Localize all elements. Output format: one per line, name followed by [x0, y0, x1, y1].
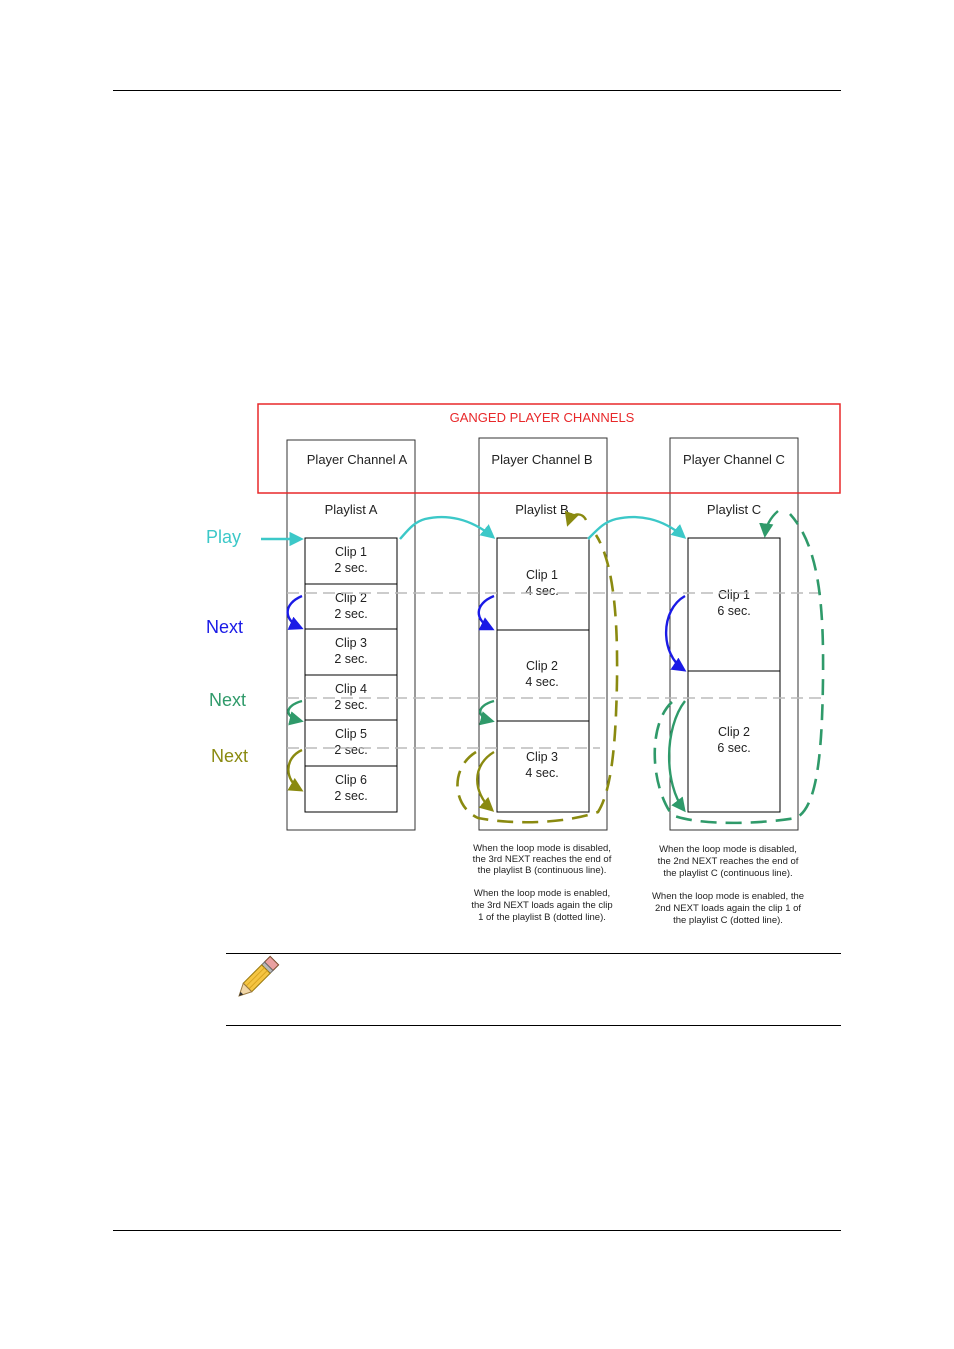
notes-playlist-c: When the loop mode is disabled, the 2nd …	[652, 844, 804, 926]
ganged-title: GANGED PLAYER CHANNELS	[450, 410, 635, 425]
next-label-1: Next	[206, 617, 243, 637]
clip-name: Clip 1	[718, 588, 750, 602]
next1-arrow-c	[665, 594, 687, 672]
notes-playlist-b: When the loop mode is disabled, the 3rd …	[471, 843, 612, 923]
note-bottom-rule	[226, 1025, 841, 1026]
note-line: 2nd NEXT loads again the clip 1 of	[655, 903, 801, 914]
note-line: 1 of the playlist B (dotted line).	[478, 912, 606, 923]
loop-arrow-c	[759, 510, 779, 538]
note-line: the 3rd NEXT reaches the end of	[473, 854, 612, 865]
clip-name: Clip 5	[335, 727, 367, 741]
playlist-a-clips: Clip 1 2 sec. Clip 2 2 sec. Clip 3 2 sec…	[304, 537, 398, 813]
clip-box	[496, 629, 590, 722]
note-top-rule	[226, 953, 841, 954]
note-line: the playlist C (continuous line).	[663, 868, 792, 879]
clip-box	[304, 583, 398, 630]
note-line: When the loop mode is enabled,	[474, 888, 610, 899]
play-label: Play	[206, 527, 241, 547]
clip-name: Clip 3	[526, 750, 558, 764]
channel-box-b	[478, 437, 608, 831]
clip-duration: 2 sec.	[334, 652, 367, 666]
next2-arrow-a	[287, 699, 304, 726]
clip-name: Clip 2	[526, 659, 558, 673]
next-label-3: Next	[211, 746, 248, 766]
clip-name: Clip 6	[335, 773, 367, 787]
clip-box	[304, 537, 398, 585]
clip-duration: 2 sec.	[334, 607, 367, 621]
playlist-b-clips: Clip 1 4 sec. Clip 2 4 sec. Clip 3 4 sec…	[496, 537, 590, 813]
clip-box	[687, 670, 781, 813]
clip-box	[304, 765, 398, 813]
loop-dashed-b	[456, 534, 619, 824]
clip-duration: 6 sec.	[717, 741, 750, 755]
pencil-icon	[238, 955, 280, 997]
channel-b-name: Player Channel B	[491, 452, 592, 467]
clip-duration: 2 sec.	[334, 743, 367, 757]
clip-duration: 6 sec.	[717, 604, 750, 618]
clip-name: Clip 1	[526, 568, 558, 582]
clip-name: Clip 4	[335, 682, 367, 696]
next-label-2: Next	[209, 690, 246, 710]
clip-duration: 2 sec.	[334, 698, 367, 712]
clip-name: Clip 2	[335, 591, 367, 605]
next3-arrow-a	[287, 748, 304, 792]
clip-box	[304, 719, 398, 767]
clip-box	[496, 537, 590, 631]
clip-name: Clip 2	[718, 725, 750, 739]
clip-duration: 4 sec.	[525, 584, 558, 598]
ganged-frame	[257, 403, 841, 494]
play-arrow-c	[587, 515, 687, 540]
note-line: the 3rd NEXT loads again the clip	[471, 900, 612, 911]
playlist-a-label: Playlist A	[325, 502, 378, 517]
note-line: When the loop mode is disabled,	[659, 844, 797, 855]
note-line: the 2nd NEXT reaches the end of	[658, 856, 799, 867]
next3-arrow-b	[476, 750, 495, 812]
note-line: When the loop mode is disabled,	[473, 843, 611, 854]
play-arrow-b	[399, 515, 496, 540]
next1-arrow-b	[477, 594, 495, 631]
next1-arrow-a	[286, 594, 304, 630]
clip-duration: 2 sec.	[334, 789, 367, 803]
clip-duration: 4 sec.	[525, 766, 558, 780]
next2-arrow-b	[479, 699, 495, 726]
playlist-b-label: Playlist B	[515, 502, 568, 517]
clip-duration: 2 sec.	[334, 561, 367, 575]
channel-a-name: Player Channel A	[307, 452, 408, 467]
footer-rule	[113, 1230, 841, 1231]
loop-dashed-c	[653, 513, 825, 825]
channel-box-a	[286, 439, 416, 831]
note-line: When the loop mode is enabled, the	[652, 891, 804, 902]
playlist-c-label: Playlist C	[707, 502, 761, 517]
clip-box	[304, 628, 398, 676]
channel-box-c	[669, 437, 799, 831]
clip-name: Clip 3	[335, 636, 367, 650]
channel-c-name: Player Channel C	[683, 452, 785, 467]
clip-box	[496, 720, 590, 813]
loop-arrow-b	[564, 510, 588, 527]
playlist-c-clips: Clip 1 6 sec. Clip 2 6 sec.	[687, 537, 781, 813]
header-rule	[113, 90, 841, 91]
note-line: the playlist B (continuous line).	[478, 865, 607, 876]
clip-duration: 4 sec.	[525, 675, 558, 689]
note-line: the playlist C (dotted line).	[673, 915, 783, 926]
next2-arrow-c	[667, 700, 686, 813]
clip-name: Clip 1	[335, 545, 367, 559]
